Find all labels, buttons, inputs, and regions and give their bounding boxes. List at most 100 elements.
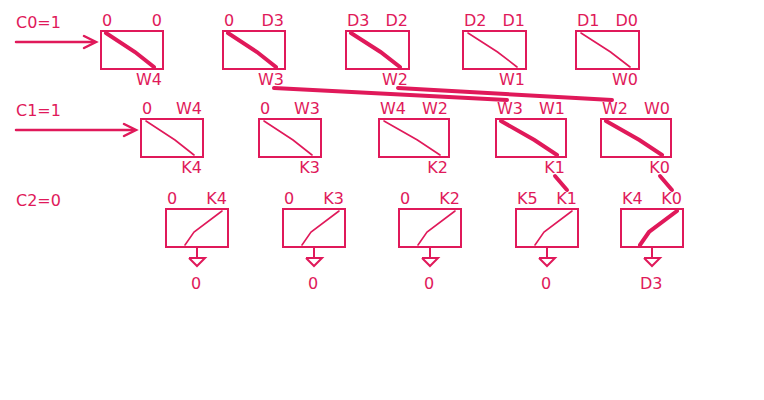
input-row: D2 D1 [462,12,527,30]
input-label: D3 [262,12,285,30]
input-label: D2 [464,12,487,30]
output-label: W1 [499,70,525,89]
signal-wire [660,176,672,190]
input-label: K4 [622,190,643,208]
input-label: W3 [294,100,320,118]
mux-box: 0 D3W3 [222,12,286,88]
input-label: W2 [422,100,448,118]
mux-outline [515,208,579,248]
input-row: W4 W2 [378,100,450,118]
mux-box: K4 K0 [620,190,684,248]
switch-path [497,120,565,156]
input-label: 0 [260,100,270,118]
switch-path [284,210,344,246]
output-label: W4 [136,70,162,89]
input-label: W3 [497,100,523,118]
control-label: C1=1 [16,102,61,120]
switch-path [517,210,577,246]
input-row: D3 D2 [345,12,410,30]
switch-path [142,120,202,156]
input-row: 00 [100,12,164,30]
output-value: 0 [191,275,201,293]
input-label: 0 [284,190,294,208]
input-label: 0 [142,100,152,118]
input-row: 0 D3 [222,12,286,30]
input-row: 0 W3 [258,100,322,118]
input-label: 0 [167,190,177,208]
output-value: 0 [308,275,318,293]
mux-box: D2 D1W1 [462,12,527,88]
input-row: D1 D0 [575,12,640,30]
input-label: W4 [380,100,406,118]
input-label: 0 [102,12,112,30]
switch-path [380,120,448,156]
mux-box: W4W2K2 [378,100,450,176]
input-label: W1 [539,100,565,118]
output-value: 0 [541,275,551,293]
input-label: D0 [616,12,639,30]
mux-outline [462,30,527,70]
input-row: W3 W1 [495,100,567,118]
control-label: C2=0 [16,192,61,210]
output-label: W0 [612,70,638,89]
input-label: D1 [577,12,600,30]
input-label: K1 [556,190,577,208]
input-label: 0 [152,12,162,30]
mux-outline [222,30,286,70]
input-row: K5 K1 [515,190,579,208]
mux-box: W3 W1K1 [495,100,567,176]
mux-box: 0 W4K4 [140,100,204,176]
input-label: W0 [644,100,670,118]
mux-outline [600,118,672,158]
input-row: 0 K3 [282,190,346,208]
input-label: K3 [323,190,344,208]
input-label: W4 [176,100,202,118]
switch-path [464,32,525,68]
mux-outline [165,208,229,248]
output-label: K4 [181,158,202,177]
signal-wire [398,88,612,100]
input-row: 0 W4 [140,100,204,118]
mux-box: 0 K3 [282,190,346,248]
mux-box: W2 W0K0 [600,100,672,176]
input-label: K4 [206,190,227,208]
mux-outline [378,118,450,158]
input-label: 0 [400,190,410,208]
mux-box: K5 K1 [515,190,579,248]
input-row: 0K2 [398,190,462,208]
mux-outline [282,208,346,248]
mux-outline [345,30,410,70]
input-label: 0 [224,12,234,30]
output-label: K1 [544,158,565,177]
mux-box: 0K2 [398,190,462,248]
switch-path [400,210,460,246]
output-label: W3 [258,70,284,89]
switch-path [347,32,408,68]
output-label: W2 [382,70,408,89]
input-label: W2 [602,100,628,118]
control-label: C0=1 [16,14,61,32]
signal-wire [555,176,567,190]
mux-outline [575,30,640,70]
switch-path [577,32,638,68]
switch-path [622,210,682,246]
input-label: K5 [517,190,538,208]
input-label: D3 [347,12,370,30]
ground-symbols [189,248,660,266]
output-label: K0 [649,158,670,177]
input-label: D2 [386,12,409,30]
input-label: K0 [661,190,682,208]
input-label: D1 [503,12,526,30]
mux-outline [140,118,204,158]
mux-outline [620,208,684,248]
mux-box: 0 K4 [165,190,229,248]
mux-outline [100,30,164,70]
input-row: K4 K0 [620,190,684,208]
mux-box: 0W3K3 [258,100,322,176]
output-value: D3 [640,275,663,293]
switch-path [602,120,670,156]
input-row: 0 K4 [165,190,229,208]
mux-outline [398,208,462,248]
mux-outline [258,118,322,158]
mux-box: 00W4 [100,12,164,88]
